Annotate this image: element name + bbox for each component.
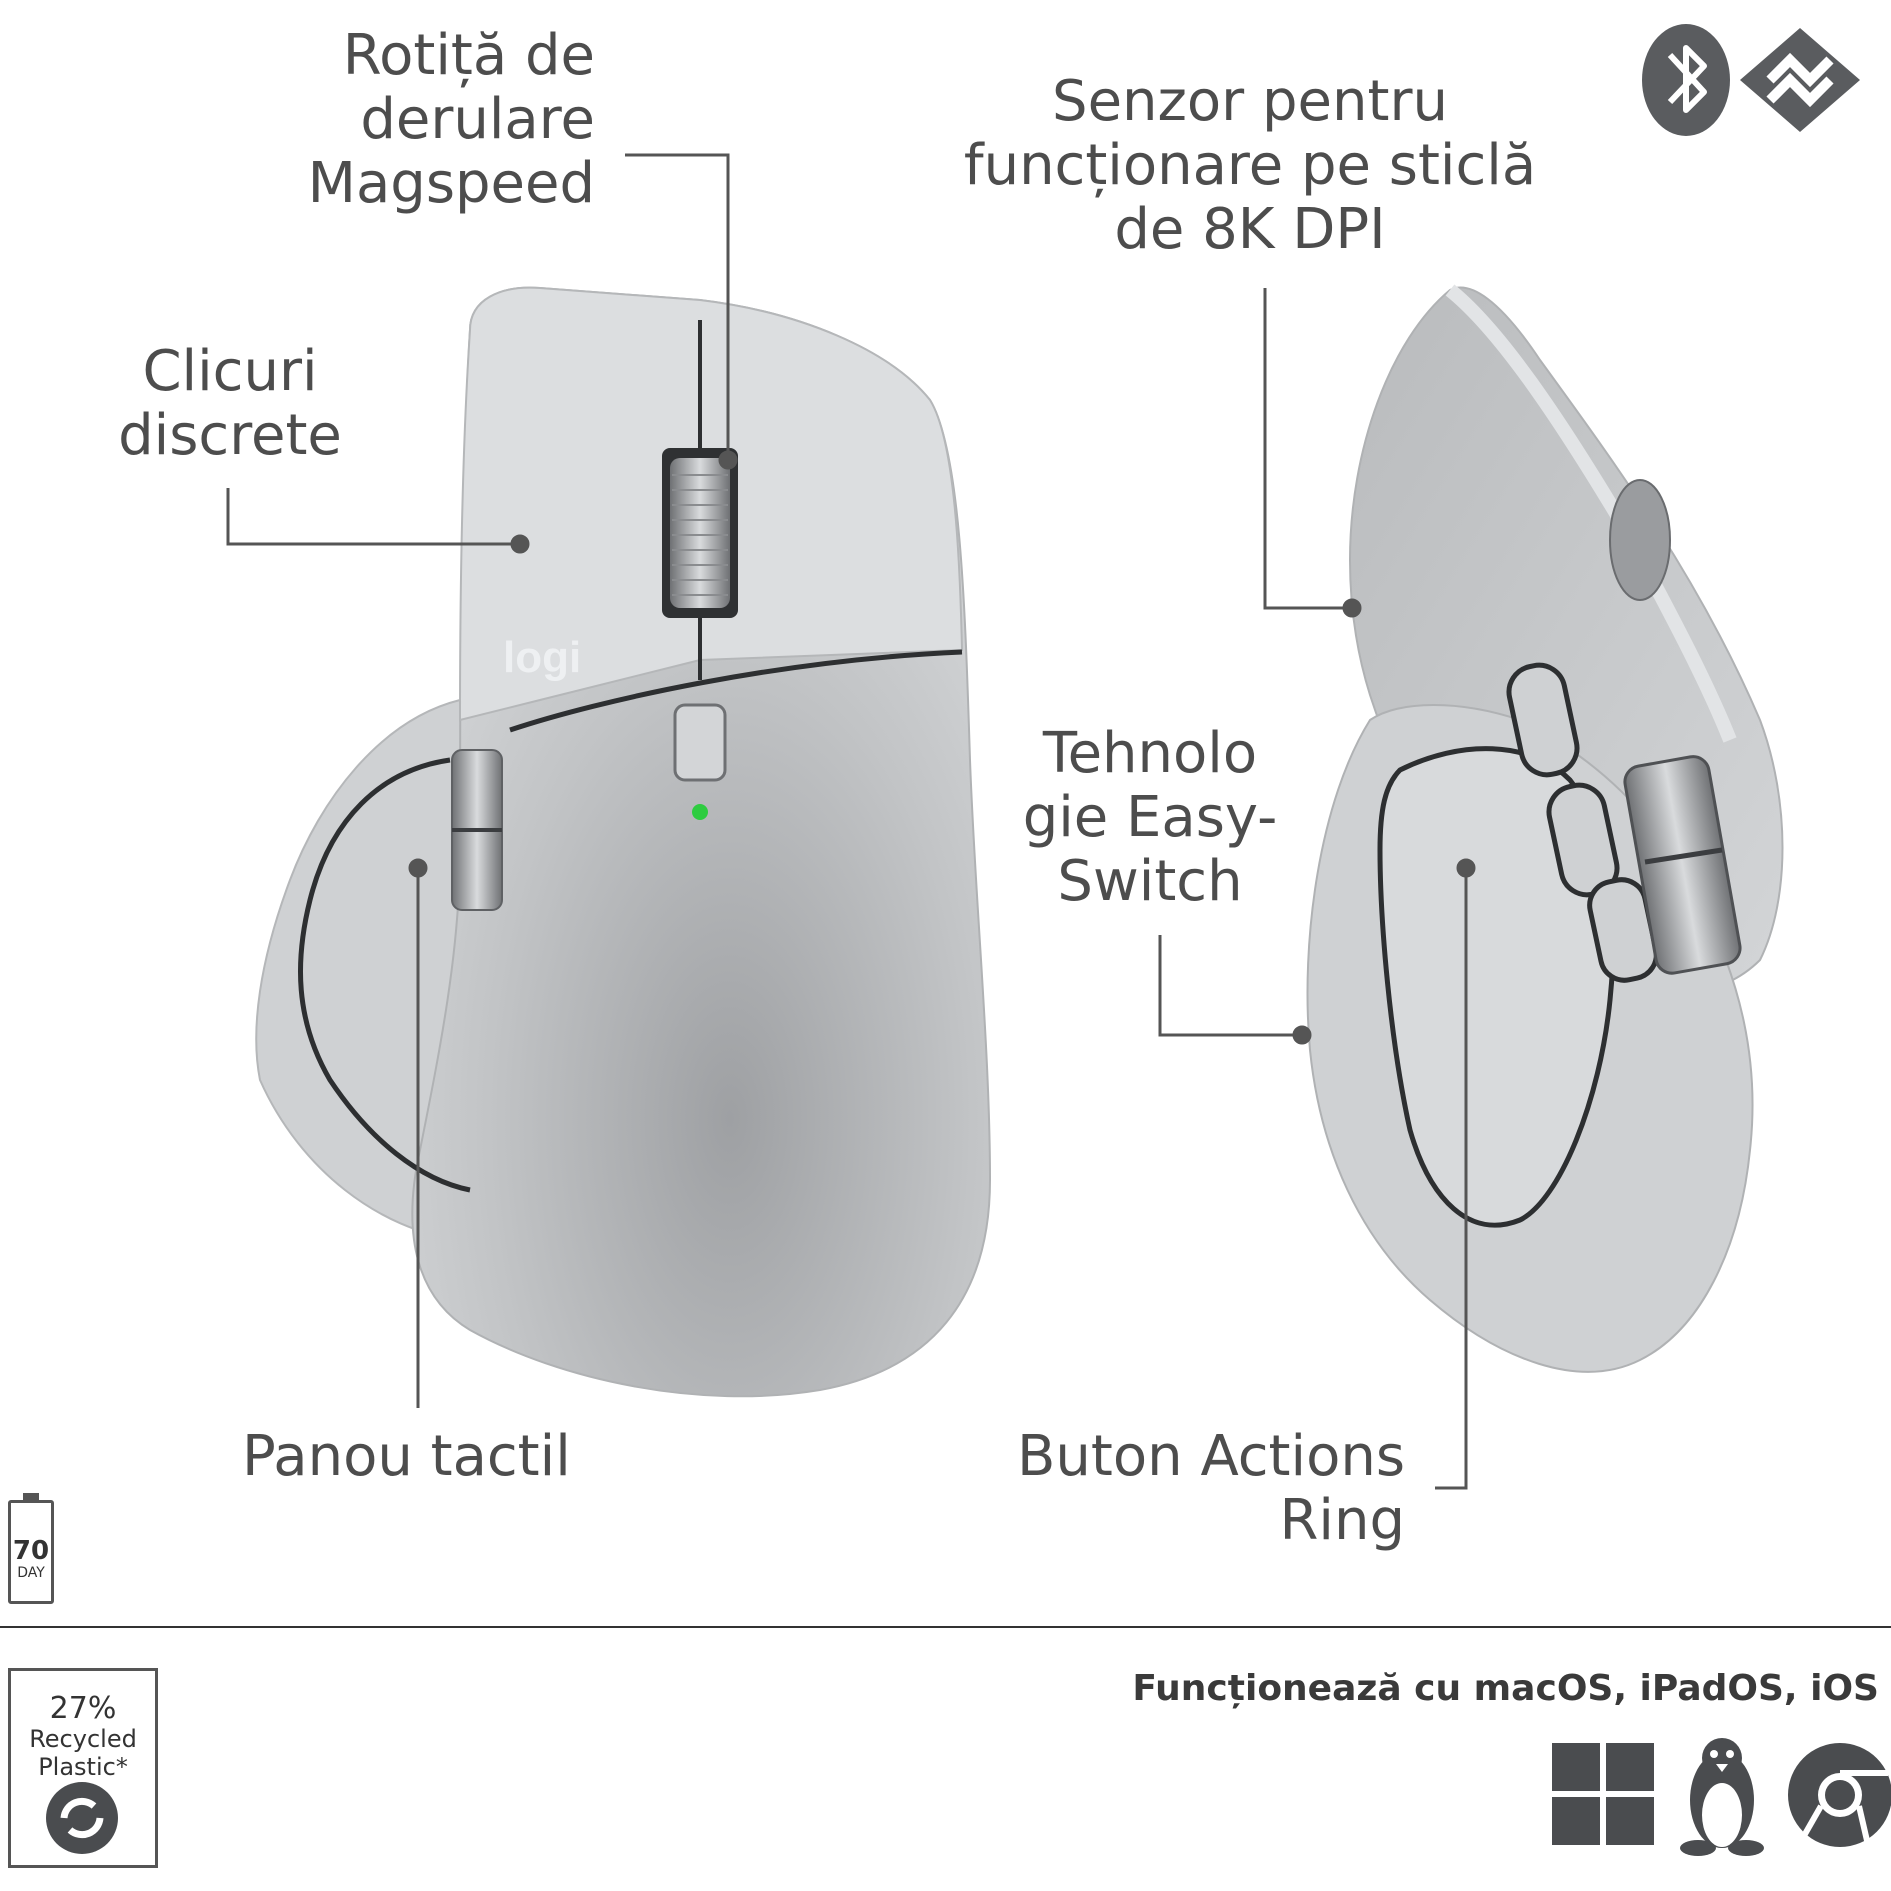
battery-unit: DAY xyxy=(17,1565,45,1581)
label-glass-sensor: Senzor pentru funcționare pe sticlă de 8… xyxy=(963,69,1537,262)
label-easy-switch: Tehnolo gie Easy- Switch xyxy=(1022,721,1278,914)
label-scroll-wheel: Rotiță de derulare Magspeed xyxy=(307,23,595,216)
back-button xyxy=(1506,662,1580,778)
recycled-text-line-2: Plastic* xyxy=(38,1753,128,1781)
battery-value: 70 xyxy=(12,1536,50,1566)
recycle-icon xyxy=(46,1782,118,1854)
logi-logo: logi xyxy=(503,633,581,682)
label-actions-ring: Buton Actions Ring xyxy=(1017,1424,1405,1553)
bluetooth-icon xyxy=(1642,24,1730,136)
label-touch-pad: Panou tactil xyxy=(242,1424,571,1489)
recycled-plastic-badge: 27% Recycled Plastic* xyxy=(8,1668,158,1868)
side-gesture-pad xyxy=(1377,746,1617,1228)
divider-line xyxy=(0,1626,1891,1628)
leader-lines xyxy=(226,153,1476,1490)
label-quiet-clicks: Clicuri discrete xyxy=(118,339,342,468)
battery-life-badge: 70 DAY xyxy=(8,1493,54,1604)
recycled-percent: 27% xyxy=(49,1691,117,1726)
linux-icon xyxy=(1680,1738,1764,1856)
windows-icon xyxy=(1552,1743,1654,1845)
side-thumb-wheel xyxy=(1623,755,1742,975)
status-led xyxy=(692,804,708,820)
mode-shift-button xyxy=(673,703,727,782)
mouse-top-view: logi xyxy=(255,286,992,1398)
logi-bolt-icon xyxy=(1740,28,1860,132)
recycled-text-line-1: Recycled xyxy=(29,1725,137,1753)
gesture-pad xyxy=(298,757,471,1193)
chrome-icon xyxy=(1788,1743,1891,1850)
compatibility-text: Funcționează cu macOS, iPadOS, iOS xyxy=(1132,1668,1879,1709)
mouse-side-view xyxy=(1306,284,1784,1373)
battery-cap xyxy=(23,1493,39,1501)
